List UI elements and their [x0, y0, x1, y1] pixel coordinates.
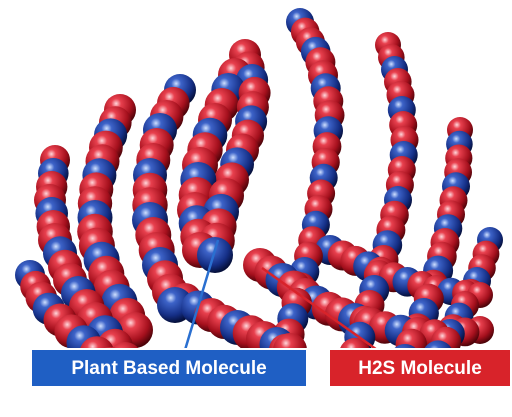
h2s-molecule-pointer: [261, 266, 381, 354]
h2s-molecule-label: H2S Molecule: [328, 348, 512, 388]
blue-bead: [197, 237, 233, 273]
plant-based-molecule-label: Plant Based Molecule: [30, 348, 308, 388]
plant-molecule-pointer: [183, 239, 220, 351]
molecule-chains: [15, 8, 503, 386]
